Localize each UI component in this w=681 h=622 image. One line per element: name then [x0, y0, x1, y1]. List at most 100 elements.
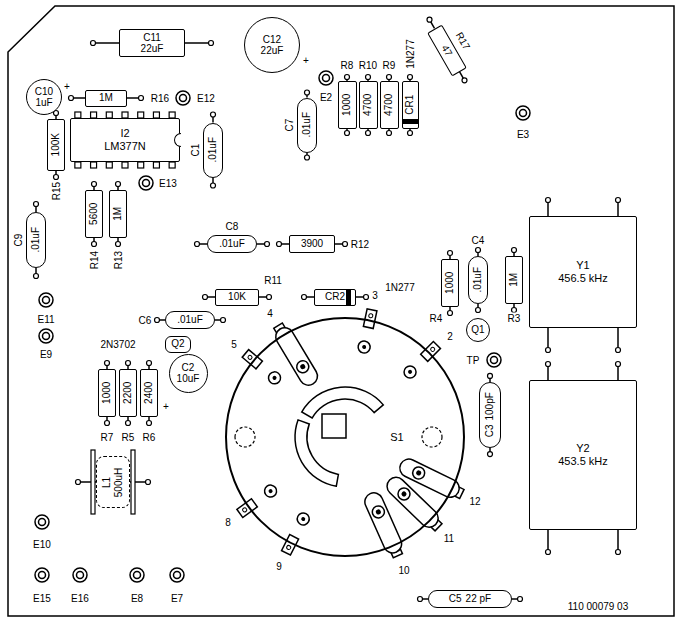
solder-pad — [345, 131, 350, 136]
blade-rivet — [295, 358, 311, 374]
component-value: 1M — [112, 207, 124, 221]
terminal-pad-ring — [170, 568, 184, 582]
silkscreen-label: 4 — [266, 308, 274, 319]
silkscreen-label: E12 — [196, 93, 216, 104]
terminal-pad-hole — [143, 180, 150, 187]
text-group: 4700 — [362, 94, 374, 116]
component-value: 1000 — [444, 272, 456, 294]
component-value: C2 — [182, 362, 195, 374]
component-value: Q2 — [171, 338, 184, 350]
component-body: 5600 — [85, 190, 103, 238]
tab-hole — [368, 313, 373, 318]
component-value: .01uF — [472, 267, 484, 293]
ic-pin — [138, 162, 144, 168]
solder-pad — [448, 311, 453, 316]
solder-pad — [616, 362, 621, 367]
component-value: 100pF — [484, 392, 496, 420]
solder-pad — [147, 361, 152, 366]
component-value: 2200 — [122, 382, 134, 404]
terminal-pad-ring — [39, 329, 53, 343]
solder-pad — [92, 242, 97, 247]
component-value: 1000 — [341, 94, 353, 116]
component-body: 1M — [505, 256, 523, 304]
switch-rivet — [357, 340, 371, 354]
text-group: .01uF — [219, 238, 245, 250]
component-body: 1000 — [441, 259, 459, 307]
rivet-dot — [301, 516, 306, 521]
text-group: CR1 — [404, 95, 416, 115]
terminal-pad-hole — [43, 297, 50, 304]
silkscreen-label: R14 — [89, 250, 100, 270]
silkscreen-label: C6 — [138, 315, 153, 326]
silkscreen-label: R10 — [358, 60, 378, 71]
component-lead — [617, 530, 619, 552]
ic-pin — [106, 162, 112, 168]
terminal-pad-hole — [180, 95, 187, 102]
terminal-pad-hole — [134, 572, 141, 579]
text-group: S1 — [390, 431, 403, 444]
component-value: Y1 — [576, 259, 589, 272]
solder-pad — [105, 361, 110, 366]
component-value: 2400 — [143, 382, 155, 404]
solder-pad — [116, 182, 121, 187]
text-group: C101uF — [35, 86, 53, 109]
solder-pad — [54, 175, 59, 180]
component-value: .01uF — [30, 227, 42, 253]
solder-pad — [387, 75, 392, 80]
solder-pad — [265, 242, 270, 247]
silkscreen-label: C7 — [284, 118, 295, 133]
text-group: 3900 — [301, 238, 323, 250]
component-value: C12 — [263, 34, 281, 46]
silkscreen-label: 110 00079 03 — [567, 601, 629, 612]
switch-terminal-tab — [237, 499, 257, 518]
text-group: Q1 — [471, 324, 484, 336]
solder-pad — [139, 96, 144, 101]
terminal-pad-ring — [176, 91, 190, 105]
solder-pad — [448, 251, 453, 256]
silkscreen-label: E15 — [32, 593, 52, 604]
component-body: .01uF — [26, 212, 46, 268]
text-group: C522 pF — [449, 593, 491, 605]
switch-terminal-tab — [421, 342, 441, 362]
component-value: Q1 — [471, 324, 484, 336]
solder-pad — [105, 421, 110, 426]
component-body: C101uF — [26, 79, 62, 115]
solder-pad — [366, 75, 371, 80]
mounting-hole — [235, 427, 255, 447]
terminal-pad-ring — [516, 106, 530, 120]
silkscreen-label: C8 — [225, 221, 240, 232]
solder-pad — [211, 183, 216, 188]
tab-hole — [430, 346, 436, 352]
silkscreen-label: R5 — [121, 432, 136, 443]
solder-pad — [302, 295, 307, 300]
rotary-switch — [235, 309, 464, 558]
switch-rotor-arc — [302, 387, 384, 418]
solder-pad — [69, 96, 74, 101]
solder-pad — [277, 242, 282, 247]
component-value: 4700 — [362, 94, 374, 116]
solder-pad — [267, 295, 272, 300]
silkscreen-label: 8 — [224, 517, 232, 528]
ic-pin — [75, 162, 81, 168]
terminal-pad-hole — [174, 572, 181, 579]
component-value: C10 — [35, 86, 53, 98]
component-value: 22uF — [261, 45, 284, 57]
solder-pad — [462, 78, 467, 83]
component-body: 1M — [85, 90, 127, 107]
solder-pad — [427, 17, 432, 22]
terminal-pad-hole — [39, 519, 46, 526]
solder-pad — [209, 41, 214, 46]
silkscreen-label: R16 — [150, 93, 170, 104]
solder-pad — [146, 480, 151, 485]
text-group: 2200 — [122, 382, 134, 404]
text-group: .01uF — [30, 227, 42, 253]
tab-hole — [247, 354, 253, 360]
component-body: .01uF — [203, 123, 223, 178]
terminal-pad-ring — [139, 176, 153, 190]
silkscreen-label: R6 — [142, 432, 157, 443]
solder-pad — [34, 274, 39, 279]
component-body: S1 — [225, 317, 465, 557]
rivet-dot — [268, 488, 274, 494]
component-value: .01uF — [301, 112, 313, 138]
